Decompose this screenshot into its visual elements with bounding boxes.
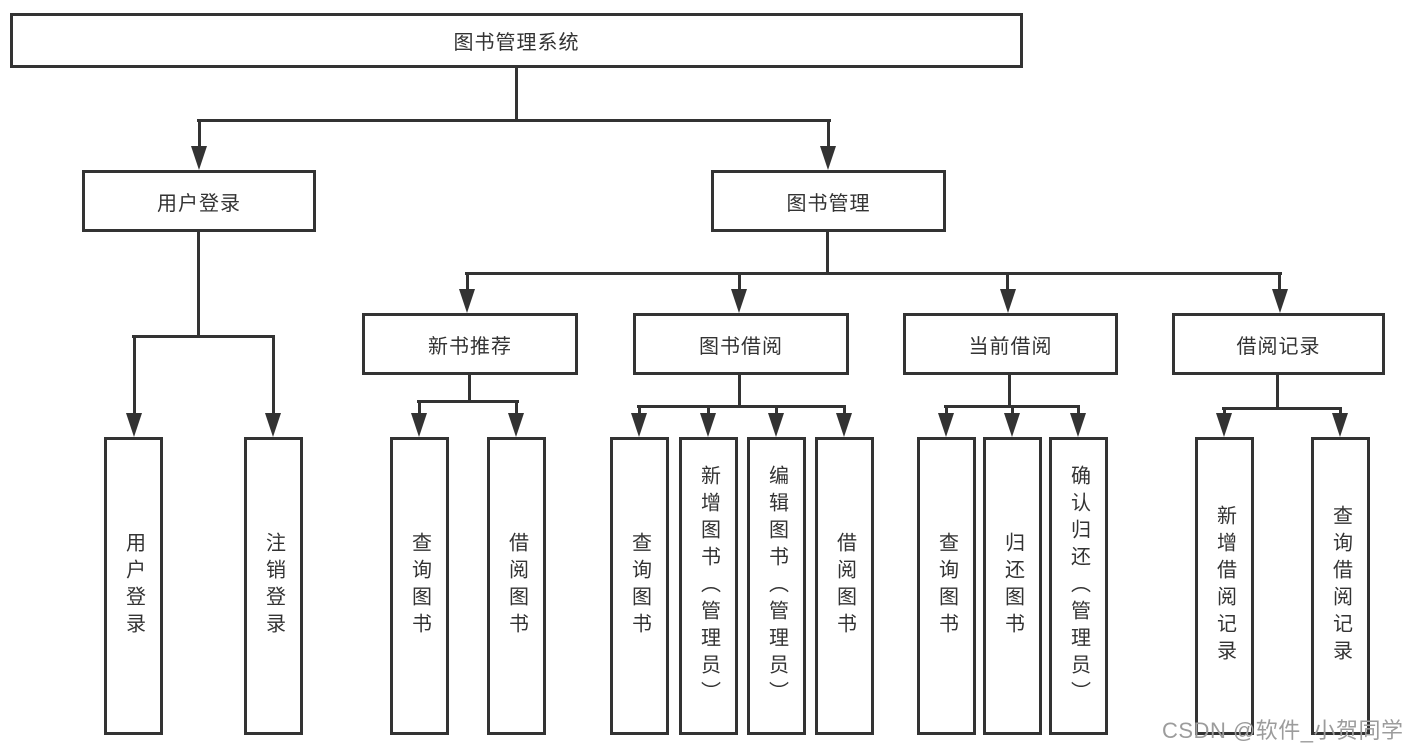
connector-line: [1008, 375, 1011, 408]
node-label: 新书推荐: [428, 335, 512, 358]
connector-line: [1077, 405, 1080, 420]
leaf-query-books-2: 查询图书: [610, 437, 669, 735]
arrow-down-icon: [768, 413, 784, 437]
arrow-down-icon: [700, 413, 716, 437]
arrow-down-icon: [1332, 413, 1348, 437]
arrow-down-icon: [1004, 413, 1020, 437]
leaf-query-borrow-record: 查询借阅记录: [1311, 437, 1370, 735]
arrow-down-icon: [1070, 413, 1086, 437]
node-label: 查询借阅记录: [1329, 505, 1352, 667]
connector-line: [1278, 272, 1281, 293]
connector-line: [945, 405, 948, 420]
connector-line: [468, 375, 471, 403]
connector-line: [197, 232, 200, 338]
node-label: 归还图书: [1001, 532, 1024, 640]
node-label: 借阅图书: [833, 532, 856, 640]
node-book-borrowing: 图书借阅: [633, 313, 849, 375]
leaf-edit-books-admin: 编辑图书（管理员）: [747, 437, 806, 735]
connector-line: [515, 68, 518, 120]
arrow-down-icon: [1272, 289, 1288, 313]
arrow-down-icon: [1216, 413, 1232, 437]
connector-line: [707, 405, 710, 420]
connector-line: [197, 119, 831, 122]
connector-line: [272, 335, 275, 417]
connector-line: [1011, 405, 1014, 420]
connector-line: [827, 119, 830, 150]
node-label: 当前借阅: [968, 335, 1053, 358]
node-label: 编辑图书（管理员）: [765, 464, 788, 708]
arrow-down-icon: [820, 146, 836, 170]
node-label: 借阅图书: [505, 532, 528, 640]
node-user-login-branch: 用户登录: [82, 170, 316, 232]
leaf-add-books-admin: 新增图书（管理员）: [679, 437, 738, 735]
connector-line: [1276, 375, 1279, 410]
connector-line: [638, 405, 641, 420]
node-label: 借阅记录: [1236, 335, 1321, 358]
node-label: 查询图书: [408, 532, 431, 640]
leaf-borrow-books-2: 借阅图书: [815, 437, 874, 735]
node-label: 用户登录: [157, 192, 241, 215]
node-label: 查询图书: [935, 532, 958, 640]
arrow-down-icon: [126, 413, 142, 437]
arrow-down-icon: [1000, 289, 1016, 313]
arrow-down-icon: [191, 146, 207, 170]
connector-line: [466, 272, 469, 293]
leaf-borrow-books-1: 借阅图书: [487, 437, 546, 735]
arrow-down-icon: [631, 413, 647, 437]
csdn-watermark: CSDN @软件_小贺同学: [1162, 718, 1404, 743]
leaf-logout: 注销登录: [244, 437, 303, 735]
connector-line: [132, 335, 275, 338]
node-label: 图书管理: [786, 192, 871, 215]
node-label: 新增图书（管理员）: [697, 464, 720, 708]
node-current-borrowing: 当前借阅: [903, 313, 1118, 375]
connector-line: [826, 232, 829, 275]
node-new-book-recommendation: 新书推荐: [362, 313, 578, 375]
leaf-user-login: 用户登录: [104, 437, 163, 735]
connector-line: [738, 272, 741, 293]
connector-line: [738, 375, 741, 408]
arrow-down-icon: [938, 413, 954, 437]
arrow-down-icon: [836, 413, 852, 437]
arrow-down-icon: [459, 289, 475, 313]
node-borrowing-records: 借阅记录: [1172, 313, 1385, 375]
arrow-down-icon: [411, 413, 427, 437]
node-label: 确认归还（管理员）: [1067, 464, 1090, 708]
leaf-return-books: 归还图书: [983, 437, 1042, 735]
connector-line: [515, 400, 518, 420]
node-label: 图书管理系统: [453, 32, 580, 54]
node-label: 注销登录: [262, 532, 285, 640]
connector-line: [637, 405, 846, 408]
leaf-add-borrow-record: 新增借阅记录: [1195, 437, 1254, 735]
connector-line: [133, 335, 136, 417]
node-label: 用户登录: [122, 532, 145, 640]
leaf-confirm-return-admin: 确认归还（管理员）: [1049, 437, 1108, 735]
connector-line: [1006, 272, 1009, 293]
node-label: 图书借阅: [699, 335, 783, 358]
leaf-query-books-1: 查询图书: [390, 437, 449, 735]
leaf-query-books-3: 查询图书: [917, 437, 976, 735]
arrow-down-icon: [265, 413, 281, 437]
connector-line: [417, 400, 519, 403]
connector-line: [418, 400, 421, 420]
node-book-management-branch: 图书管理: [711, 170, 946, 232]
connector-line: [198, 119, 201, 150]
arrow-down-icon: [508, 413, 524, 437]
connector-line: [843, 405, 846, 420]
node-label: 查询图书: [628, 532, 651, 640]
connector-line: [1222, 407, 1342, 410]
node-book-management-system: 图书管理系统: [10, 13, 1023, 68]
arrow-down-icon: [731, 289, 747, 313]
connector-line: [465, 272, 1282, 275]
node-label: 新增借阅记录: [1213, 505, 1236, 667]
connector-line: [775, 405, 778, 420]
